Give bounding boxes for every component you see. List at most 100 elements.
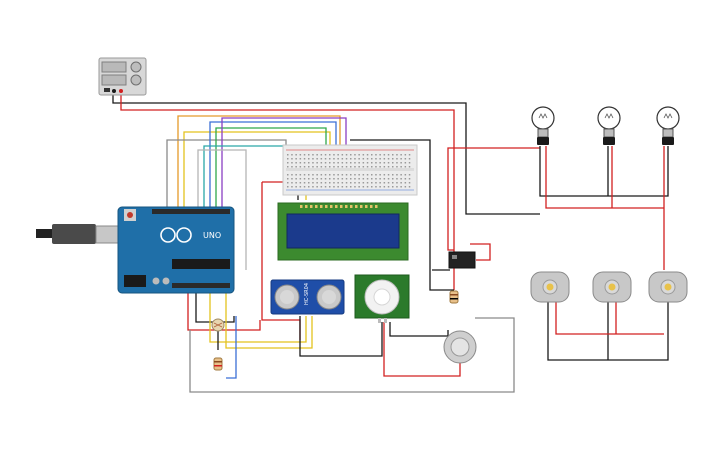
breadboard-hole	[324, 186, 327, 188]
breadboard-hole	[291, 186, 293, 188]
breadboard-hole	[320, 154, 323, 156]
breadboard-hole	[354, 178, 356, 180]
motor-shaft	[546, 283, 554, 291]
light-bulb-1[interactable]	[531, 106, 555, 145]
breadboard-hole	[320, 174, 323, 176]
breadboard-hole	[366, 154, 369, 156]
breadboard-hole	[366, 186, 369, 188]
resistor-1[interactable]	[449, 290, 459, 304]
breadboard-hole	[375, 174, 377, 176]
breadboard-hole	[400, 162, 402, 164]
breadboard-hole	[287, 182, 289, 184]
relay[interactable]	[448, 251, 476, 269]
breadboard-hole	[362, 178, 365, 180]
breadboard-hole	[303, 186, 306, 188]
breadboard-hole	[383, 154, 386, 156]
breadboard-hole	[354, 166, 356, 168]
breadboard-hole	[303, 166, 306, 168]
breadboard-hole	[333, 166, 335, 168]
breadboard-hole	[316, 182, 318, 184]
lcd-pin	[355, 205, 358, 208]
breadboard-hole	[333, 178, 335, 180]
lcd-display[interactable]	[277, 202, 409, 261]
breadboard-hole	[345, 158, 348, 160]
breadboard-hole	[337, 158, 339, 160]
breadboard-hole	[362, 182, 365, 184]
breadboard-hole	[312, 174, 314, 176]
breadboard-hole	[316, 186, 318, 188]
breadboard-hole	[287, 186, 289, 188]
breadboard-hole	[350, 178, 352, 180]
breadboard-hole	[324, 178, 327, 180]
wire-arduino-purple	[221, 117, 347, 210]
breadboard-hole	[308, 166, 310, 168]
breadboard-hole	[400, 186, 402, 188]
breadboard-hole	[312, 178, 314, 180]
breadboard-hole	[291, 178, 293, 180]
breadboard-hole	[362, 162, 365, 164]
breadboard-hole	[308, 158, 310, 160]
breadboard-hole	[345, 182, 348, 184]
breadboard-hole	[324, 158, 327, 160]
breadboard-hole	[379, 174, 381, 176]
bulb-socket	[662, 137, 674, 145]
ultrasonic-sensor[interactable]: HC-SR04	[270, 279, 345, 315]
breadboard-hole	[291, 162, 293, 164]
breadboard-hole	[383, 162, 386, 164]
breadboard-hole	[329, 174, 331, 176]
dc-motor-1[interactable]	[530, 271, 570, 303]
breadboard-hole	[404, 186, 407, 188]
pir-sensor[interactable]	[354, 274, 410, 323]
bulb-filament	[538, 113, 548, 119]
breadboard-hole	[299, 178, 302, 180]
wire-motor-red-bus	[555, 300, 664, 335]
breadboard-hole	[400, 166, 402, 168]
breadboard-hole	[303, 178, 306, 180]
breadboard-hole	[371, 178, 373, 180]
breadboard-hole	[312, 162, 314, 164]
breadboard-hole	[329, 178, 331, 180]
breadboard-hole	[408, 162, 411, 164]
breadboard-hole	[320, 186, 323, 188]
bulb-filament	[604, 113, 614, 119]
lcd-pin	[340, 205, 343, 208]
motor-shaft	[664, 283, 672, 291]
bulb-socket	[603, 137, 615, 145]
photoresistor[interactable]	[211, 318, 225, 332]
breadboard-hole	[383, 166, 386, 168]
power-supply[interactable]	[98, 57, 147, 96]
breadboard-hole	[345, 154, 348, 156]
breadboard-hole	[308, 178, 310, 180]
breadboard-hole	[333, 162, 335, 164]
breadboard-hole	[333, 186, 335, 188]
breadboard-hole	[320, 178, 323, 180]
breadboard-hole	[329, 186, 331, 188]
breadboard-hole	[396, 182, 398, 184]
breadboard-hole	[345, 162, 348, 164]
breadboard-hole	[299, 174, 302, 176]
breadboard[interactable]	[282, 144, 418, 196]
breadboard-hole	[387, 178, 390, 180]
breadboard-hole	[354, 174, 356, 176]
lcd-pin	[375, 205, 378, 208]
light-bulb-2[interactable]	[597, 106, 621, 145]
breadboard-hole	[308, 186, 310, 188]
resistor-2[interactable]	[213, 357, 223, 371]
breadboard-hole	[404, 178, 407, 180]
breadboard-hole	[345, 166, 348, 168]
dc-motor-3[interactable]	[648, 271, 688, 303]
breadboard-hole	[308, 154, 310, 156]
wire-low-yellow-2	[225, 290, 313, 349]
breadboard-hole	[408, 186, 411, 188]
lcd-pin	[365, 205, 368, 208]
breadboard-hole	[358, 182, 360, 184]
breadboard-hole	[387, 166, 390, 168]
wire-low-yellow-1	[209, 290, 307, 343]
piezo-buzzer[interactable]	[443, 330, 477, 364]
breadboard-hole	[337, 154, 339, 156]
breadboard-hole	[341, 178, 344, 180]
arduino-uno[interactable]: UNO	[36, 206, 235, 294]
breadboard-hole	[303, 182, 306, 184]
light-bulb-3[interactable]	[656, 106, 680, 145]
dc-motor-2[interactable]	[592, 271, 632, 303]
